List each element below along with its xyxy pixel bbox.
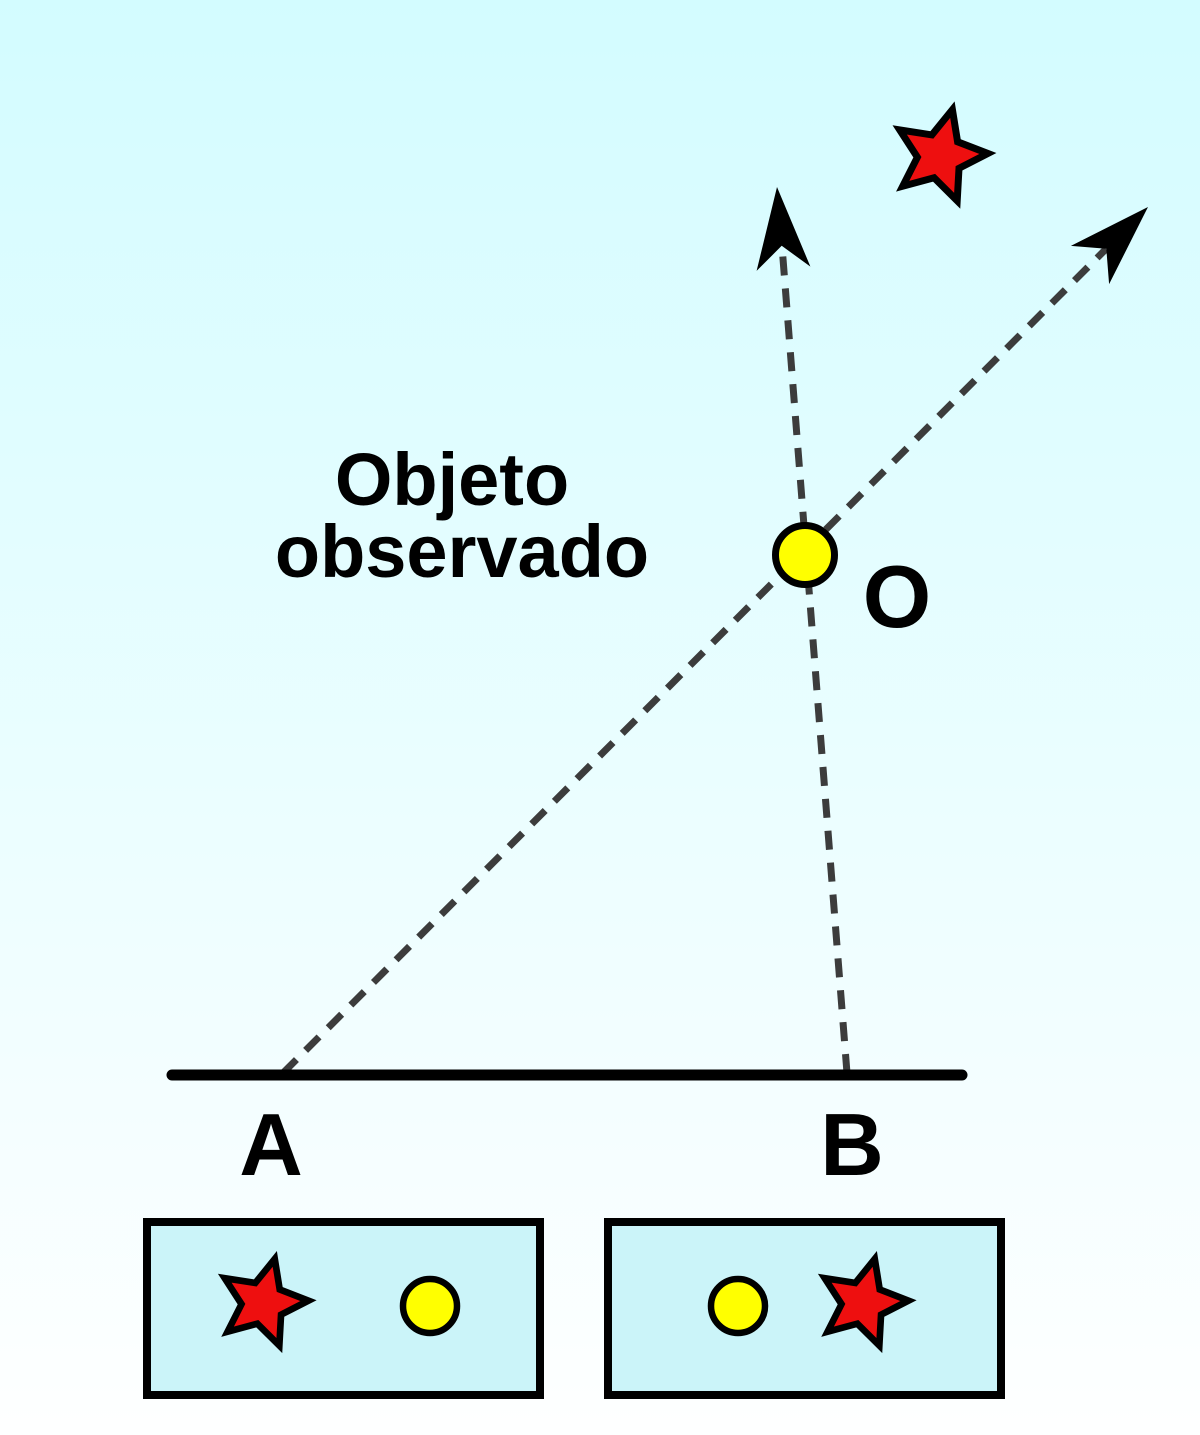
view-left-circle-icon [399, 1275, 461, 1337]
view-box-right [604, 1218, 1005, 1399]
view-right-circle-icon [707, 1275, 769, 1337]
view-box-left [143, 1218, 544, 1399]
label-point-o: O [863, 547, 931, 646]
object-label-line2: observado [275, 510, 649, 593]
view-box-left-frame [143, 1218, 544, 1399]
background-star-icon [900, 110, 988, 201]
sight-line-from-a [280, 246, 1109, 1076]
object-label-line1: Objeto [335, 438, 569, 521]
arrowhead-from-b-icon [756, 187, 811, 271]
observed-object-circle [772, 522, 838, 588]
label-observer-a: A [239, 1095, 303, 1194]
arrowhead-from-a-icon [1070, 207, 1148, 285]
label-observer-b: B [820, 1095, 884, 1194]
view-box-right-frame [604, 1218, 1005, 1399]
sight-line-from-b [778, 245, 851, 1074]
